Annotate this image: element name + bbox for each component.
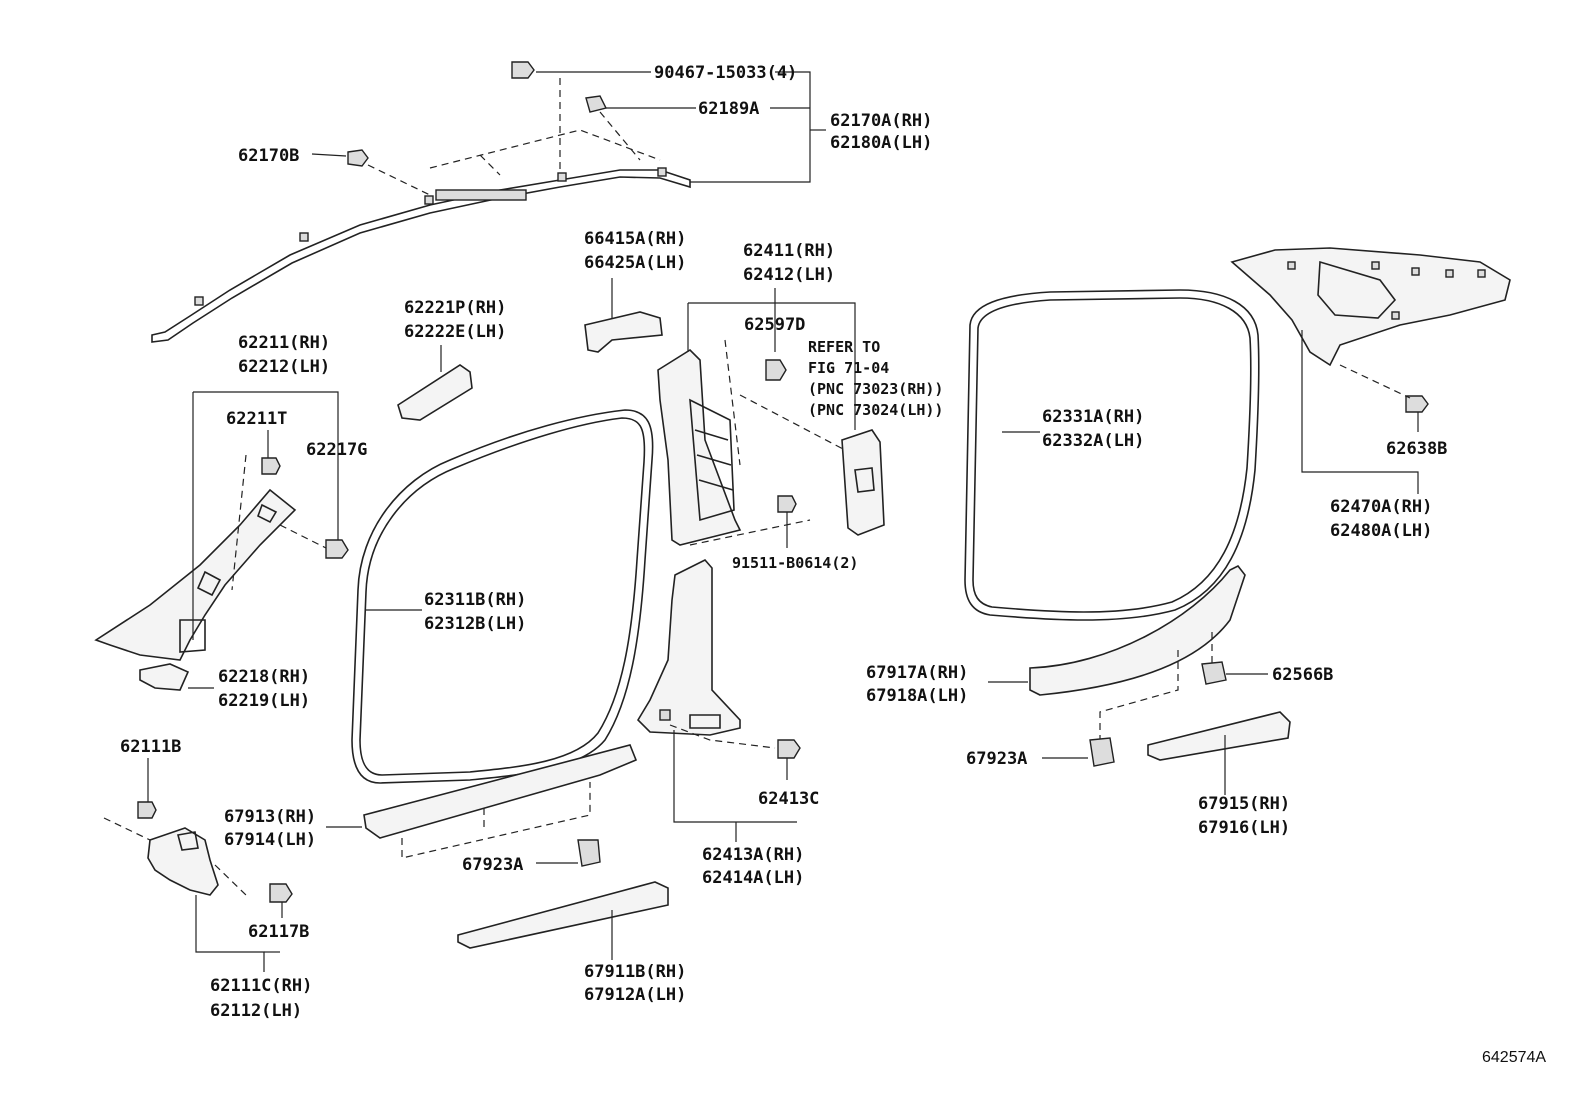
label-62411: 62411(RH) <box>743 241 835 261</box>
clip-62211T-icon <box>261 457 281 475</box>
clip-67923A-front-icon <box>577 839 601 867</box>
clip-62189A-icon <box>585 95 608 113</box>
label-67914: 67914(LH) <box>224 830 316 850</box>
label-62117B: 62117B <box>248 922 309 942</box>
front-door-weatherstrip-part <box>351 409 654 784</box>
label-67923A-front: 67923A <box>462 855 523 875</box>
label-62470A: 62470A(RH) <box>1330 497 1432 517</box>
label-62221P: 62221P(RH) <box>404 298 506 318</box>
label-62212: 62212(LH) <box>238 357 330 377</box>
label-62312B: 62312B(LH) <box>424 614 526 634</box>
cowl-side-trim-part <box>147 827 219 896</box>
clip-62111B-icon <box>137 801 157 819</box>
label-62480A: 62480A(LH) <box>1330 521 1432 541</box>
clip-62217G-icon <box>325 539 349 559</box>
bracket-66415A-part <box>584 311 663 353</box>
label-62413C: 62413C <box>758 789 819 809</box>
label-67912A: 67912A(LH) <box>584 985 686 1005</box>
label-62218: 62218(RH) <box>218 667 310 687</box>
clip-62566B-icon <box>1201 661 1227 685</box>
label-62180A: 62180A(LH) <box>830 133 932 153</box>
clip-90467-icon <box>511 61 535 79</box>
front-pillar-garnish-part <box>94 488 297 661</box>
label-62111C: 62111C(RH) <box>210 976 312 996</box>
bolt-91511-icon <box>777 495 797 513</box>
label-62170B: 62170B <box>238 146 299 166</box>
label-refer-1: REFER TO <box>808 338 880 356</box>
label-67917A: 67917A(RH) <box>866 663 968 683</box>
roof-side-inner-garnish-part <box>1230 247 1511 367</box>
center-pillar-lower-garnish-part <box>636 559 741 736</box>
label-62222E: 62222E(LH) <box>404 322 506 342</box>
figure-id: 642574A <box>1482 1049 1546 1066</box>
label-62311B: 62311B(RH) <box>424 590 526 610</box>
label-62211: 62211(RH) <box>238 333 330 353</box>
label-67911B: 67911B(RH) <box>584 962 686 982</box>
label-refer-4: (PNC 73024(LH)) <box>808 401 943 419</box>
label-62170A: 62170A(RH) <box>830 111 932 131</box>
center-pillar-upper-garnish-part <box>657 348 742 546</box>
label-62217G: 62217G <box>306 440 367 460</box>
rear-door-weatherstrip-part <box>964 289 1260 621</box>
roof-side-garnish-part <box>151 167 691 343</box>
label-67918A: 67918A(LH) <box>866 686 968 706</box>
label-67913: 67913(RH) <box>224 807 316 827</box>
label-90467-15033: 90467-15033(4) <box>654 63 797 83</box>
clip-62413C-icon <box>777 739 801 759</box>
label-62638B: 62638B <box>1386 439 1447 459</box>
label-62332A: 62332A(LH) <box>1042 431 1144 451</box>
label-62219: 62219(LH) <box>218 691 310 711</box>
label-62111B: 62111B <box>120 737 181 757</box>
rear-door-scuff-plate-part <box>1147 711 1291 761</box>
label-refer-2: FIG 71-04 <box>808 359 889 377</box>
label-67915: 67915(RH) <box>1198 794 1290 814</box>
clip-62170B-icon <box>347 149 369 167</box>
rear-door-scuff-plate-inner-part <box>1029 564 1246 696</box>
clip-67923A-rear-icon <box>1089 737 1115 767</box>
belt-guide-cover-part <box>841 429 885 536</box>
label-62566B: 62566B <box>1272 665 1333 685</box>
label-62413A: 62413A(RH) <box>702 845 804 865</box>
label-67916: 67916(LH) <box>1198 818 1290 838</box>
label-refer-3: (PNC 73023(RH)) <box>808 380 943 398</box>
label-62112: 62112(LH) <box>210 1001 302 1021</box>
label-66425A: 66425A(LH) <box>584 253 686 273</box>
label-62211T: 62211T <box>226 409 287 429</box>
label-62189A: 62189A <box>698 99 759 119</box>
front-scuff-plate-inner-part <box>363 744 638 839</box>
clip-62638B-icon <box>1405 395 1429 413</box>
label-62331A: 62331A(RH) <box>1042 407 1144 427</box>
label-62597D: 62597D <box>744 315 805 335</box>
pillar-bracket-62221P-part <box>397 364 473 421</box>
label-62412: 62412(LH) <box>743 265 835 285</box>
label-66415A: 66415A(RH) <box>584 229 686 249</box>
label-67923A-rear: 67923A <box>966 749 1027 769</box>
front-door-scuff-plate-part <box>457 881 669 949</box>
label-91511-B0614: 91511-B0614(2) <box>732 554 858 572</box>
clip-62218-part <box>139 663 190 691</box>
clip-62597D-icon <box>765 359 787 381</box>
clip-62117B-icon <box>269 883 293 903</box>
label-62414A: 62414A(LH) <box>702 868 804 888</box>
